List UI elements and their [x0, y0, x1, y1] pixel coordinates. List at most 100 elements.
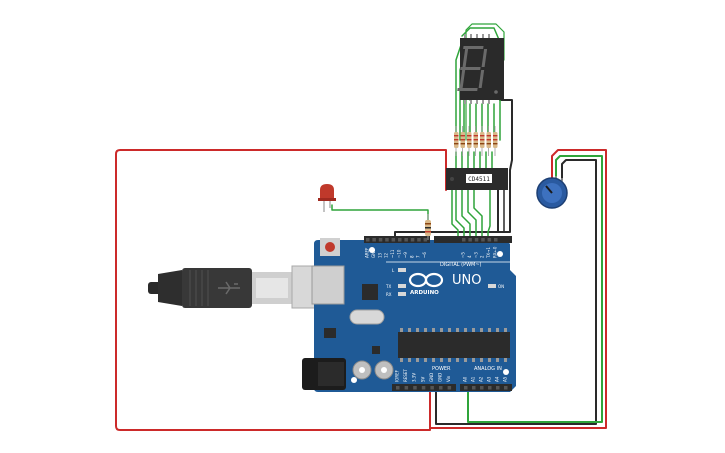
wire-led[interactable]: [331, 204, 429, 223]
digital-pin[interactable]: [494, 238, 498, 242]
power-pin[interactable]: [396, 386, 400, 390]
decoder-chip-label: CD4511: [468, 176, 490, 183]
digital-pin[interactable]: [410, 238, 415, 242]
analog-pin-label: A1: [471, 376, 476, 382]
digital-pin-label: 13: [377, 252, 382, 258]
usb-symbol-icon: [218, 281, 240, 295]
label-rx: RX: [386, 292, 392, 297]
digital-pin-label: TX→1: [486, 246, 491, 259]
digital-pin[interactable]: [366, 238, 370, 242]
wire-5v-pot[interactable]: [429, 149, 607, 429]
analog-pin-label: A0: [463, 376, 468, 382]
digital-pin[interactable]: [404, 238, 408, 242]
potentiometer-knob-icon: [545, 185, 553, 194]
label-tx: TX: [385, 284, 391, 289]
led-l: [398, 268, 406, 272]
wire-gnd-pot[interactable]: [435, 159, 597, 425]
power-pin[interactable]: [413, 386, 417, 390]
digital-pin[interactable]: [487, 238, 492, 242]
power-label: POWER: [432, 366, 451, 372]
power-pin[interactable]: [439, 386, 443, 390]
power-pin[interactable]: [430, 386, 434, 390]
led-rx: [398, 292, 406, 296]
brand-label: ARDUINO: [410, 290, 439, 296]
analog-pin[interactable]: [488, 386, 492, 390]
analog-pin[interactable]: [480, 386, 484, 390]
digital-pin[interactable]: [468, 238, 472, 242]
mount-hole: [369, 247, 375, 253]
digital-pin[interactable]: [423, 238, 428, 242]
usb-controller-chip: [362, 284, 378, 300]
digital-pin-label: RX←0: [493, 246, 498, 258]
wires: [115, 23, 607, 431]
analog-pin-label: A3: [487, 376, 492, 382]
crystal: [349, 309, 385, 325]
model-label: UNO: [452, 273, 481, 288]
power-pin-label: RESET: [403, 369, 408, 382]
digital-pin-label: ~10: [397, 249, 402, 258]
power-pin-label: Vin: [446, 375, 451, 382]
power-pin[interactable]: [421, 386, 426, 390]
resistor-led[interactable]: [425, 214, 431, 240]
usb-jack: [311, 265, 345, 305]
power-pin-label: 3.3V: [412, 373, 417, 382]
arduino-board[interactable]: L TX RX ON ARDUINO UNO DIGITAL (PWM~) AR…: [302, 236, 516, 392]
analog-pin[interactable]: [464, 386, 468, 390]
digital-pin[interactable]: [385, 238, 389, 242]
digital-pin[interactable]: [378, 238, 383, 242]
digital-pin[interactable]: [481, 238, 485, 242]
potentiometer[interactable]: [536, 176, 568, 209]
digital-pin[interactable]: [417, 238, 421, 242]
digital-pin[interactable]: [391, 238, 396, 242]
digital-pin-label: ~6: [422, 252, 427, 258]
digital-pin-label: 8: [409, 255, 414, 258]
analog-pin-label: A2: [479, 376, 484, 382]
analog-pin[interactable]: [496, 386, 500, 390]
digital-pin-label: 4: [467, 255, 472, 258]
digital-pin[interactable]: [372, 238, 376, 242]
digital-pin-label: ~9: [403, 252, 408, 258]
segment-resistors[interactable]: [454, 126, 498, 156]
analog-header[interactable]: [460, 384, 512, 391]
analog-pin-label: A4: [495, 376, 500, 382]
seven-segment-display[interactable]: 8: [457, 34, 504, 104]
digital-pin[interactable]: [474, 238, 479, 242]
digital-label: DIGITAL (PWM~): [440, 262, 482, 268]
analog-label: ANALOG IN: [474, 366, 502, 372]
wire-a0-pot[interactable]: [467, 155, 603, 423]
arduino-logo-icon: [408, 272, 444, 288]
digital-pin-label: ~5: [461, 252, 466, 258]
digital-header[interactable]: [364, 236, 512, 243]
power-pin-label: GND: [438, 373, 443, 382]
led-tx: [398, 284, 406, 288]
digital-pin-label: ~3: [473, 252, 478, 258]
digital-pin[interactable]: [398, 238, 402, 242]
digital-pin-label: 2: [480, 255, 485, 258]
mount-hole: [497, 251, 503, 257]
wire-5v-loop[interactable]: [115, 149, 447, 431]
digital-pin[interactable]: [462, 238, 466, 242]
power-pin[interactable]: [447, 386, 452, 390]
analog-pin[interactable]: [504, 386, 508, 390]
decoder-chip[interactable]: CD4511: [446, 168, 508, 190]
digital-pin-label: GND: [371, 249, 376, 258]
led-on: [488, 284, 496, 288]
digital-pin-label: AREF: [365, 247, 370, 258]
label-l: L: [392, 268, 395, 273]
power-pin-label: IOREF: [395, 369, 400, 382]
segment-digit: [457, 46, 498, 94]
microcontroller-chip: [398, 328, 510, 362]
wire-gnd-decoder[interactable]: [394, 99, 513, 238]
power-pin-label: GND: [429, 373, 434, 382]
power-pin-label: 5V: [420, 376, 425, 382]
reset-button[interactable]: [320, 238, 340, 256]
mount-hole: [351, 377, 357, 383]
analog-pin[interactable]: [472, 386, 476, 390]
mount-hole: [503, 369, 509, 375]
power-pin[interactable]: [404, 386, 409, 390]
label-on: ON: [498, 284, 504, 289]
digital-pin-label: ~11: [390, 249, 395, 258]
analog-pin-label: A5: [503, 376, 508, 382]
red-led[interactable]: [318, 184, 336, 212]
